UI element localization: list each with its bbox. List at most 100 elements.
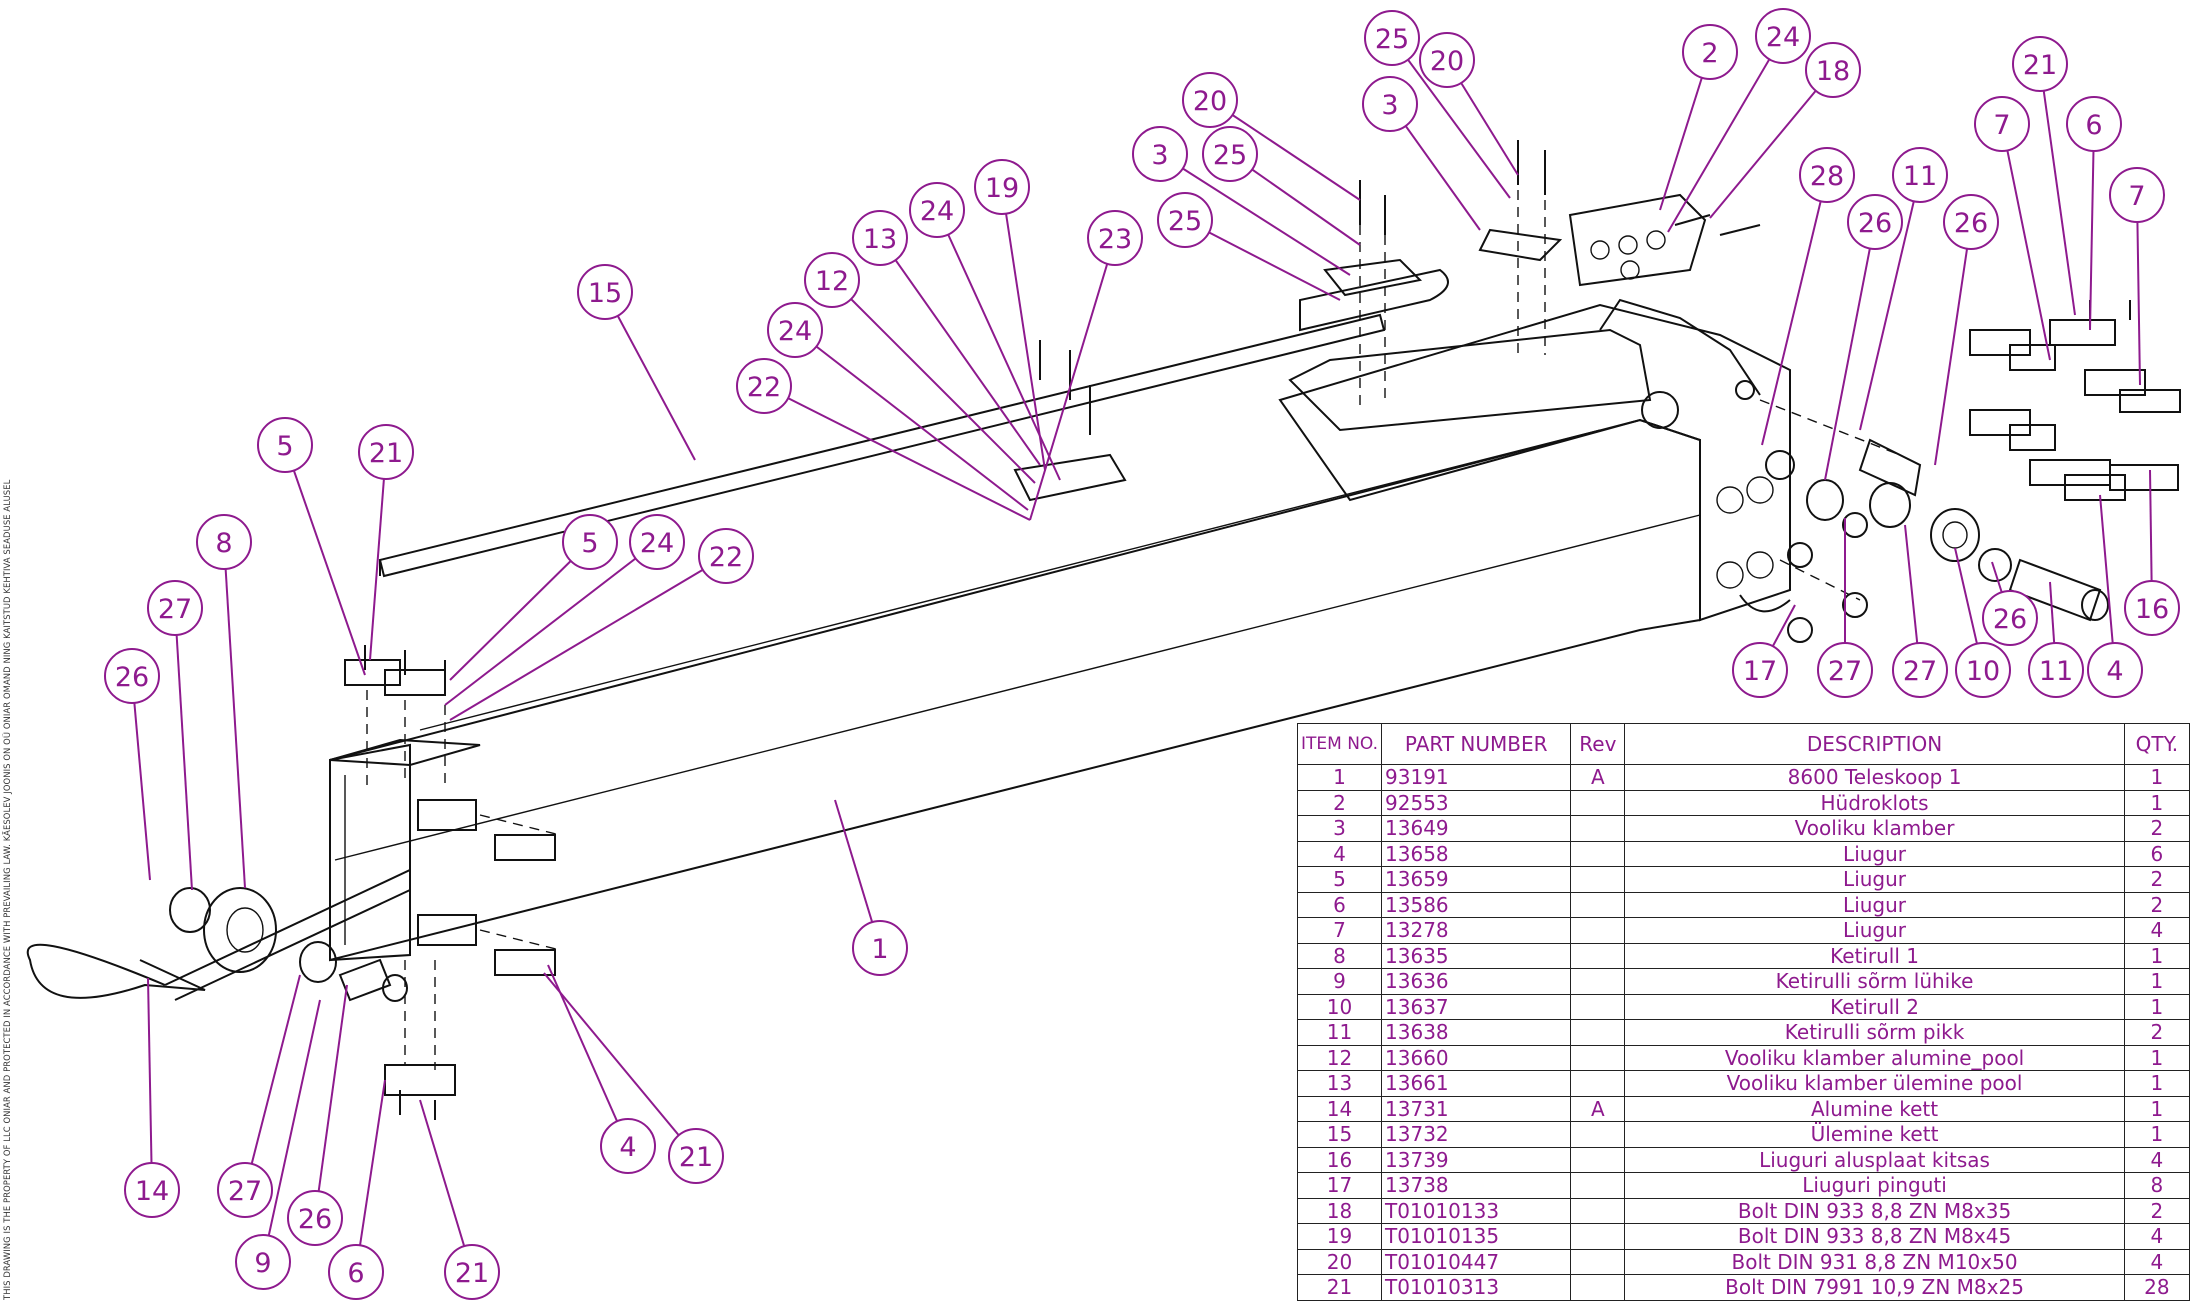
balloon-circle xyxy=(2012,36,2068,92)
bom-cell-rev xyxy=(1570,968,1626,995)
balloon-circle xyxy=(1955,642,2011,698)
bom-cell-qty: 1 xyxy=(2123,993,2190,1020)
bom-cell-item: 4 xyxy=(1296,840,1383,867)
bom-cell-item: 7 xyxy=(1296,917,1383,944)
leader-line xyxy=(147,977,153,1191)
leader-line xyxy=(2039,63,2076,316)
callout-balloon-26: 26 xyxy=(287,1190,343,1246)
bom-cell-item: 1 xyxy=(1296,764,1383,791)
balloon-label: 27 xyxy=(228,1176,262,1207)
balloon-label: 15 xyxy=(588,278,622,309)
callout-balloon-6: 6 xyxy=(328,1244,384,1300)
bom-cell-item: 3 xyxy=(1296,815,1383,842)
bom-cell-part: T01010447 xyxy=(1381,1248,1572,1275)
callout-balloon-6: 6 xyxy=(2066,96,2122,152)
balloon-label: 9 xyxy=(254,1248,271,1279)
balloon-label: 7 xyxy=(1993,110,2010,141)
balloon-label: 25 xyxy=(1213,140,1247,171)
bom-cell-rev xyxy=(1570,917,1626,944)
bom-cell-desc: Liugur xyxy=(1624,891,2125,918)
balloon-label: 25 xyxy=(1375,24,1409,55)
balloon-circle xyxy=(1943,194,1999,250)
balloon-circle xyxy=(1202,126,1258,182)
bom-cell-part: 93191 xyxy=(1381,764,1572,791)
bom-cell-qty: 2 xyxy=(2123,815,2190,842)
callout-balloon-25: 25 xyxy=(1202,126,1258,182)
bom-cell-rev xyxy=(1570,866,1626,893)
balloon-label: 21 xyxy=(369,438,403,469)
callout-balloon-7: 7 xyxy=(1974,96,2030,152)
balloon-circle xyxy=(104,648,160,704)
balloon-label: 27 xyxy=(1828,656,1862,687)
leader-line xyxy=(604,291,696,461)
callout-balloon-20: 20 xyxy=(1419,32,1475,88)
balloon-circle xyxy=(2028,642,2084,698)
leader-line xyxy=(1859,174,1921,431)
callout-balloon-9: 9 xyxy=(235,1234,291,1290)
callout-balloon-21: 21 xyxy=(358,424,414,480)
bom-cell-desc: Vooliku klamber xyxy=(1624,815,2125,842)
bom-header-item: ITEM NO. xyxy=(1296,723,1383,765)
leader-line xyxy=(369,451,387,661)
bom-cell-part: 13739 xyxy=(1381,1146,1572,1173)
balloon-label: 2 xyxy=(1701,38,1718,69)
balloon-label: 24 xyxy=(778,316,812,347)
balloon-label: 14 xyxy=(135,1176,169,1207)
bom-cell-qty: 1 xyxy=(2123,1070,2190,1097)
bom-cell-rev xyxy=(1570,1044,1626,1071)
balloon-label: 26 xyxy=(298,1204,332,1235)
bom-cell-rev xyxy=(1570,993,1626,1020)
callout-balloon-26: 26 xyxy=(104,648,160,704)
balloon-circle xyxy=(1805,42,1861,98)
balloon-circle xyxy=(562,514,618,570)
callout-balloon-24: 24 xyxy=(1755,8,1811,64)
leader-line xyxy=(2136,194,2141,386)
callout-balloon-25: 25 xyxy=(1364,10,1420,66)
bom-cell-part: 13638 xyxy=(1381,1019,1572,1046)
callout-balloon-12: 12 xyxy=(804,252,860,308)
balloon-label: 22 xyxy=(747,372,781,403)
hydraulic-block xyxy=(1478,193,1707,287)
bom-cell-rev xyxy=(1570,891,1626,918)
bom-cell-rev: A xyxy=(1570,764,1626,791)
balloon-circle xyxy=(668,1128,724,1184)
bom-cell-item: 6 xyxy=(1296,891,1383,918)
bom-cell-qty: 1 xyxy=(2123,942,2190,969)
leader-line xyxy=(831,279,1036,484)
bom-cell-item: 19 xyxy=(1296,1223,1383,1250)
bom-cell-qty: 2 xyxy=(2123,1197,2190,1224)
balloon-label: 20 xyxy=(1193,86,1227,117)
bom-cell-desc: Liuguri alusplaat kitsas xyxy=(1624,1146,2125,1173)
balloon-label: 18 xyxy=(1816,56,1850,87)
bom-cell-item: 12 xyxy=(1296,1044,1383,1071)
bom-cell-desc: 8600 Teleskoop 1 xyxy=(1624,764,2125,791)
balloon-circle xyxy=(629,514,685,570)
bom-cell-part: 13660 xyxy=(1381,1044,1572,1071)
bom-cell-qty: 28 xyxy=(2123,1274,2190,1301)
bom-cell-item: 14 xyxy=(1296,1095,1383,1122)
bom-cell-item: 5 xyxy=(1296,866,1383,893)
front-bracket xyxy=(329,738,481,962)
leader-line xyxy=(174,607,193,891)
callout-balloon-3: 3 xyxy=(1362,76,1418,132)
callout-balloon-26: 26 xyxy=(1847,194,1903,250)
bom-cell-desc: Ketirulli sõrm pikk xyxy=(1624,1019,2125,1046)
leader-line xyxy=(1934,221,1972,466)
bom-cell-qty: 4 xyxy=(2123,1223,2190,1250)
bom-cell-part: 13278 xyxy=(1381,917,1572,944)
balloon-circle xyxy=(804,252,860,308)
upper-chain-rail xyxy=(378,268,1449,578)
balloon-label: 1 xyxy=(871,934,888,965)
balloon-circle xyxy=(698,528,754,584)
balloon-circle xyxy=(1847,194,1903,250)
balloon-label: 24 xyxy=(640,528,674,559)
balloon-circle xyxy=(2066,96,2122,152)
balloon-circle xyxy=(852,920,908,976)
